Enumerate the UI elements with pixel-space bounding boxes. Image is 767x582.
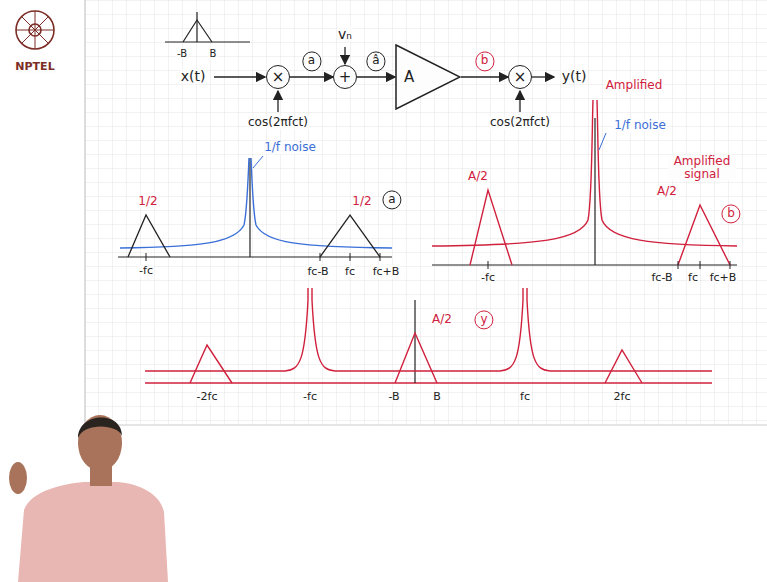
nptel-logo xyxy=(16,11,54,49)
input-spectrum xyxy=(165,12,250,42)
noise-curve xyxy=(120,158,392,248)
node-text: × xyxy=(514,70,527,85)
adder-symbol: + xyxy=(333,65,357,89)
noise-wire xyxy=(344,47,345,64)
node-text: × xyxy=(272,70,285,85)
logo-ring xyxy=(16,11,54,49)
node-text: + xyxy=(339,70,352,85)
multiplier-symbol: × xyxy=(266,65,290,89)
input-wire xyxy=(214,76,265,77)
tick xyxy=(488,261,730,269)
lecturer-hand xyxy=(9,462,27,494)
lecturer-body xyxy=(18,482,168,582)
note: Amplified signal xyxy=(668,155,736,181)
amplitude-label: A/2 xyxy=(656,185,678,198)
carrier-wire xyxy=(277,91,278,112)
signal-wire xyxy=(357,76,395,77)
axis xyxy=(145,382,712,383)
spectrum-y xyxy=(145,288,712,383)
axis xyxy=(594,118,595,265)
axis-label: fc+B xyxy=(709,272,738,284)
spectrum-b xyxy=(432,100,737,269)
axis-label: -B xyxy=(387,391,400,403)
signal-triangle xyxy=(190,333,642,383)
carrier-wire xyxy=(519,91,520,112)
lecturer-hair xyxy=(78,417,122,438)
axis-label: -fc xyxy=(302,391,318,403)
amplitude-label: 1/2 xyxy=(351,195,372,208)
axis-label: fc xyxy=(519,391,531,403)
signal-name: vₙ xyxy=(337,27,353,42)
block-wires xyxy=(214,47,554,112)
signal-triangle xyxy=(470,190,730,265)
logo-spokes xyxy=(16,11,54,49)
axis xyxy=(432,264,737,265)
signal-wire xyxy=(290,76,333,77)
axis-label: fc xyxy=(687,272,699,284)
carrier-label: cos(2πfct) xyxy=(489,116,551,129)
axis-label: B xyxy=(209,48,218,59)
tick xyxy=(146,253,380,261)
axis-label: fc-B xyxy=(306,266,329,278)
signal-wire xyxy=(461,76,508,77)
amplitude-label: A/2 xyxy=(431,313,453,326)
amplifier-triangle xyxy=(396,45,460,109)
noise-curve xyxy=(432,100,737,246)
signal-name: y(t) xyxy=(561,69,588,84)
axis-label: -fc xyxy=(138,265,154,277)
axis xyxy=(118,256,392,257)
node-text: A xyxy=(404,70,461,85)
carrier-label: cos(2πfct) xyxy=(247,116,309,129)
noise-label: 1/f noise xyxy=(613,119,667,132)
spectrum-a xyxy=(118,156,392,261)
output-wire xyxy=(532,76,554,77)
multiplier-symbol: × xyxy=(508,65,532,89)
axis-label: -2fc xyxy=(196,391,219,403)
amplifier-symbol: A xyxy=(395,44,461,110)
leader-line xyxy=(599,133,606,150)
axis-label: B xyxy=(432,391,442,403)
axis-label: 2fc xyxy=(613,391,632,403)
signal-name: x(t) xyxy=(180,69,207,84)
note: Amplified xyxy=(605,79,664,92)
axis-label: -B xyxy=(176,48,188,59)
triangle-spectrum xyxy=(183,20,212,42)
noise-label: 1/f noise xyxy=(263,141,317,154)
signal-triangle xyxy=(128,215,380,257)
axis-label: fc+B xyxy=(372,266,401,278)
axis xyxy=(249,158,250,257)
page-edge xyxy=(85,0,86,425)
lecturer-head xyxy=(78,415,122,471)
graph-paper xyxy=(85,0,767,425)
amplitude-label: 1/2 xyxy=(137,195,158,208)
axis xyxy=(165,41,250,42)
axis xyxy=(196,12,197,42)
axis-label: fc-B xyxy=(650,272,673,284)
leader-line xyxy=(253,156,263,168)
logo-text: NPTEL xyxy=(14,61,55,73)
page-edge xyxy=(85,425,767,426)
lecturer xyxy=(9,415,168,582)
axis-label: -fc xyxy=(480,272,496,284)
axis-label: fc xyxy=(344,266,356,278)
amplitude-label: A/2 xyxy=(467,170,489,183)
